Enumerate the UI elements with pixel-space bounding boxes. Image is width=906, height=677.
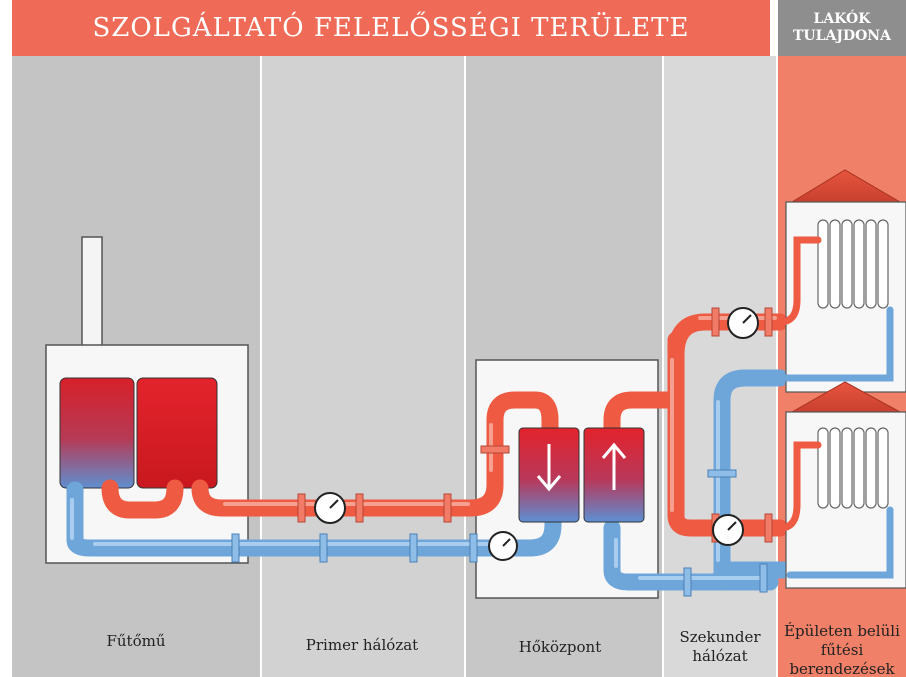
owner-banner: LAKÓK TULAJDONA bbox=[778, 0, 906, 56]
radiator-lower bbox=[817, 427, 889, 509]
label-building-installations: Épületen belüli fűtési berendezések bbox=[778, 622, 906, 677]
gauge-icon bbox=[712, 514, 744, 546]
label-primary-network: Primer hálózat bbox=[305, 636, 419, 654]
label-secondary-network: Szekunder hálózat bbox=[630, 628, 810, 666]
gauge-icon bbox=[488, 531, 518, 561]
gauge-icon bbox=[314, 492, 346, 524]
gauge-icon bbox=[727, 307, 759, 339]
down-arrow-icon bbox=[536, 444, 562, 492]
provider-responsibility-banner: SZOLGÁLTATÓ FELELŐSSÉGI TERÜLETE bbox=[12, 0, 770, 56]
owner-banner-line1: LAKÓK bbox=[813, 11, 871, 27]
return-pipe-shine bbox=[70, 400, 767, 580]
owner-banner-line2: TULAJDONA bbox=[793, 28, 891, 44]
label-substation: Hőközpont bbox=[518, 638, 602, 656]
boiler-tank-1 bbox=[59, 377, 135, 489]
up-arrow-icon bbox=[601, 442, 627, 490]
supply-pipe bbox=[101, 313, 789, 537]
label-building-line3: berendezések bbox=[789, 660, 895, 677]
return-pipe bbox=[66, 369, 799, 591]
return-flanges bbox=[231, 469, 768, 597]
label-building-line1: Épületen belüli bbox=[784, 622, 900, 640]
label-secondary-line1: Szekunder bbox=[679, 628, 761, 646]
building-pipes bbox=[776, 236, 894, 579]
label-building-line2: fűtési bbox=[820, 641, 864, 659]
label-secondary-line2: hálózat bbox=[692, 647, 748, 665]
boiler-tank-2 bbox=[136, 377, 218, 489]
chimney bbox=[81, 236, 103, 348]
primary-zone bbox=[262, 56, 464, 677]
provider-banner-text: SZOLGÁLTATÓ FELELŐSSÉGI TERÜLETE bbox=[92, 13, 690, 43]
label-plant: Fűtőmű bbox=[106, 632, 166, 650]
